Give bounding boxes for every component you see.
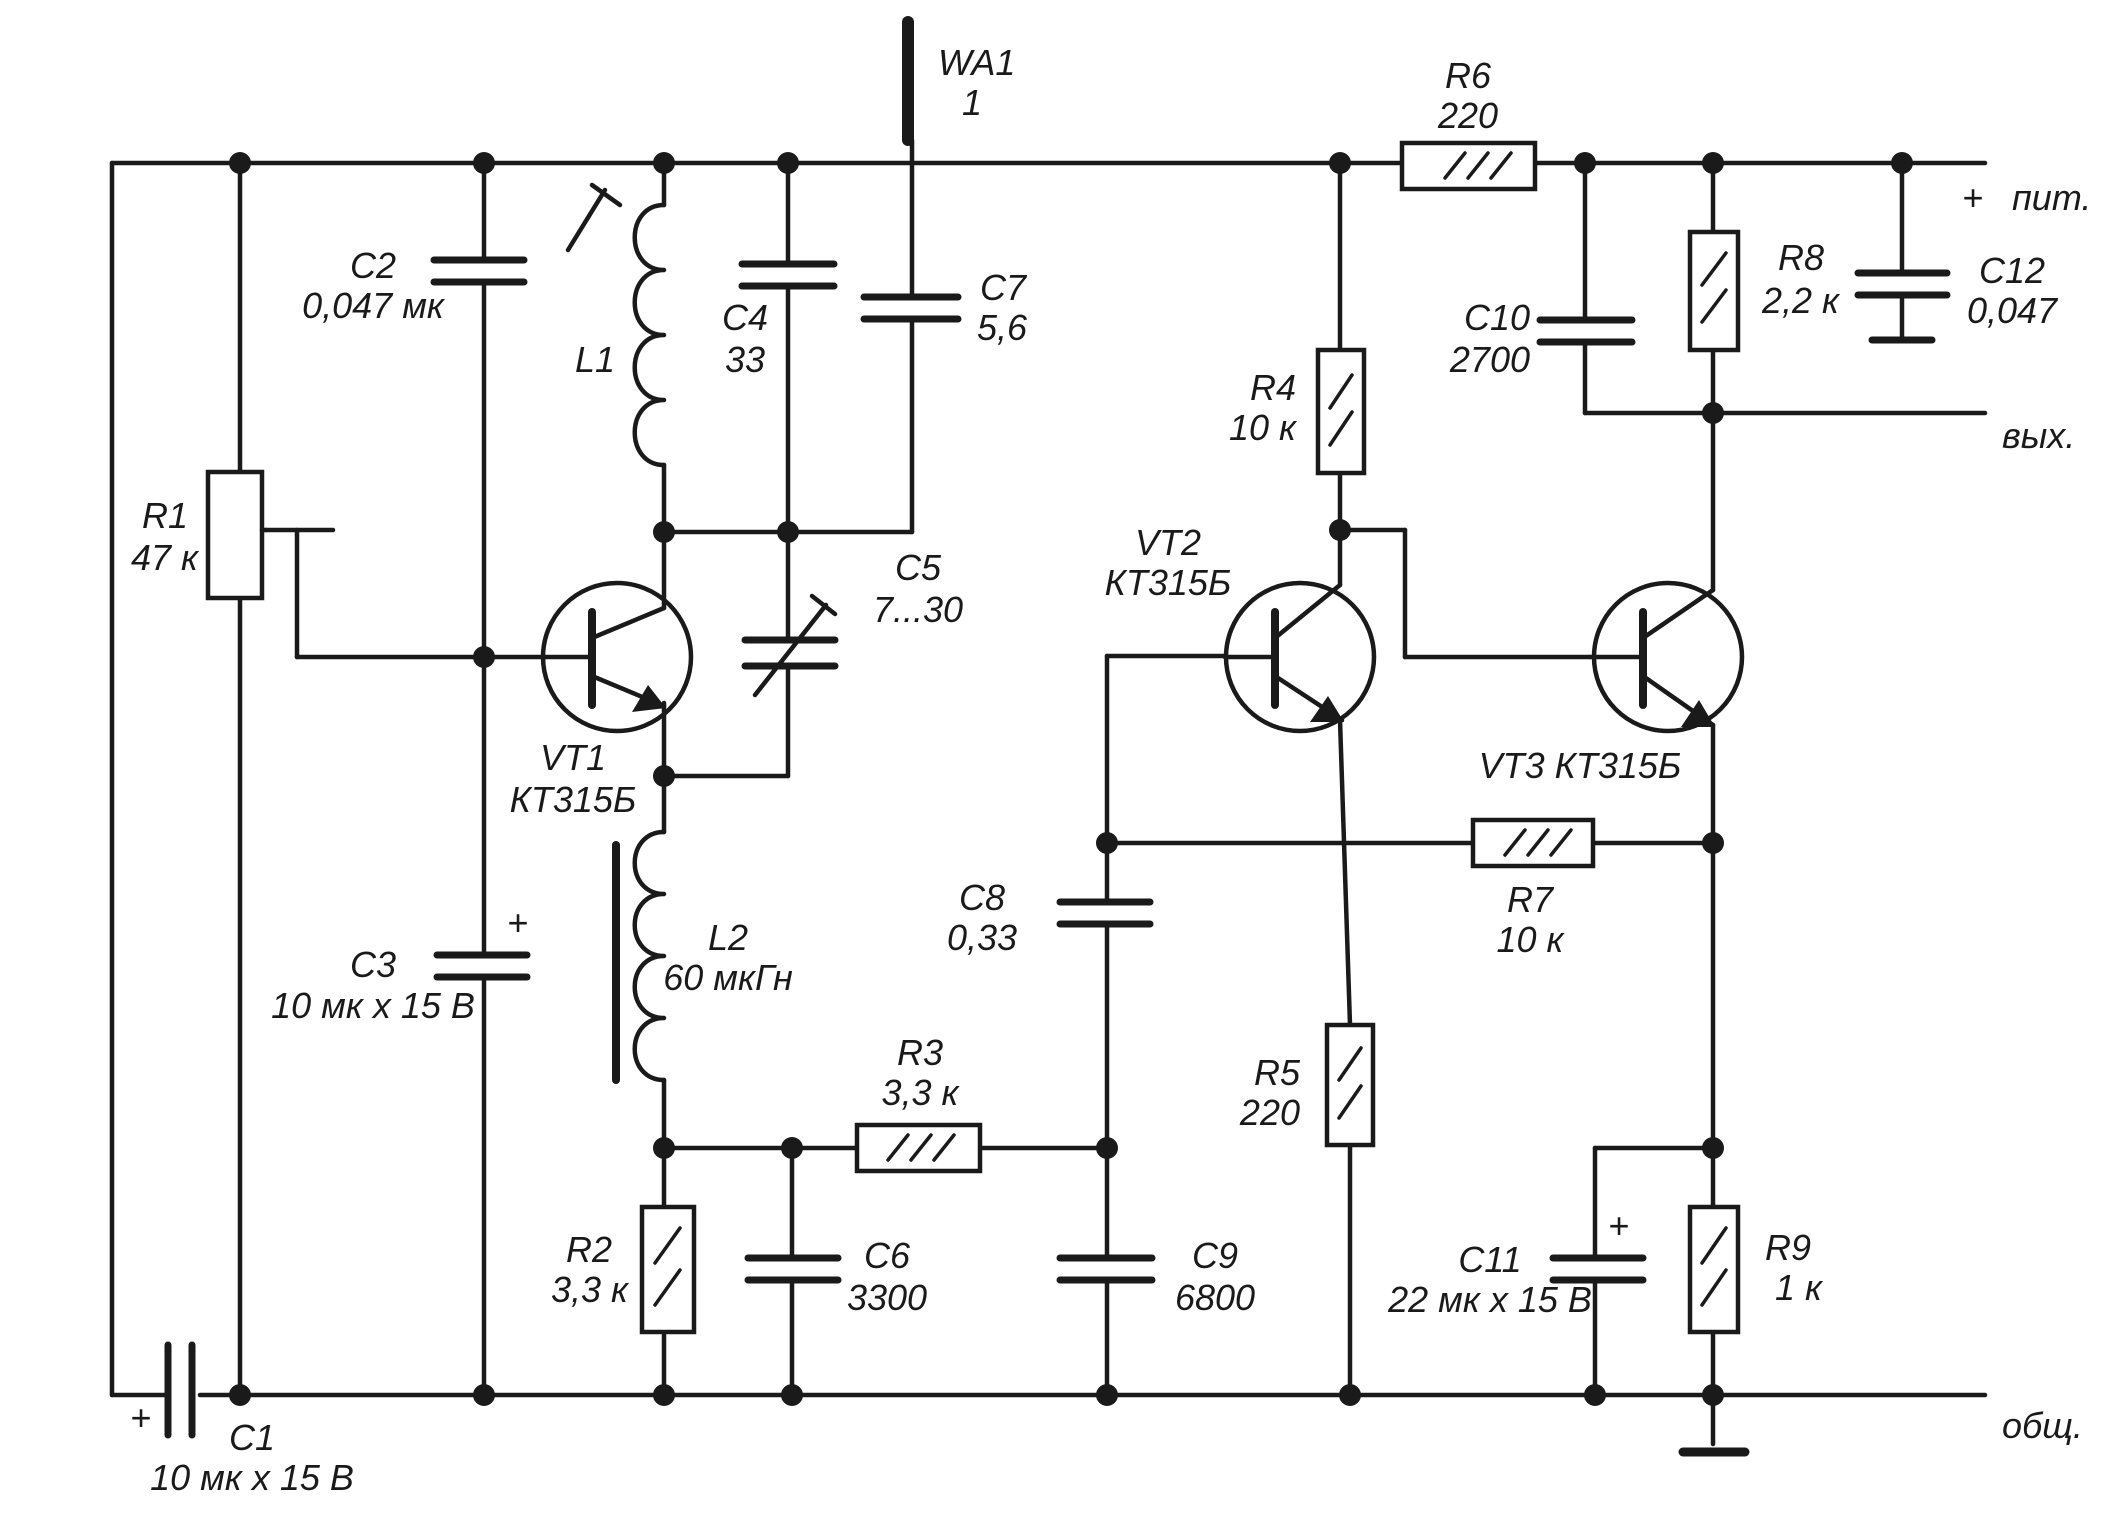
- r7-name: R7: [1507, 879, 1555, 920]
- r6-value: 220: [1437, 95, 1498, 136]
- c10-name: C10: [1464, 297, 1530, 338]
- capacitor-c11: + C11 22 мк х 15 В: [1387, 1205, 1647, 1320]
- r9-value: 1 к: [1775, 1267, 1824, 1308]
- transistor-vt3: VT3 КТ315Б: [1479, 580, 1745, 786]
- c6-value: 3300: [847, 1277, 927, 1318]
- transistor-vt2: VT2 КТ315Б: [1105, 522, 1377, 734]
- capacitor-c2: C2 0,047 мк: [302, 245, 528, 326]
- c1-name: C1: [229, 1417, 275, 1458]
- inductor-l1: L1: [565, 182, 667, 468]
- resistor-r2: R2 3,3 к: [551, 1204, 697, 1335]
- c8-name: C8: [959, 877, 1005, 918]
- r9-name: R9: [1765, 1227, 1811, 1268]
- vt2-name: VT2: [1135, 522, 1201, 563]
- supply-label: пит.: [2012, 177, 2091, 218]
- resistor-r3: R3 3,3 к: [854, 1032, 983, 1174]
- c8-value: 0,33: [947, 917, 1017, 958]
- capacitor-c3: + C3 10 мк х 15 В: [271, 902, 531, 1026]
- c1-value: 10 мк х 15 В: [150, 1457, 354, 1498]
- resistor-r7: R7 10 к: [1470, 817, 1596, 960]
- r4-name: R4: [1250, 367, 1296, 408]
- l2-value: 60 мкГн: [663, 957, 793, 998]
- transistor-vt1: VT1 КТ315Б: [510, 580, 694, 820]
- wa1-value: 1: [962, 82, 982, 123]
- rail-labels: + пит. вых. общ.: [1962, 177, 2091, 1446]
- r3-value: 3,3 к: [881, 1072, 960, 1113]
- c3-polarity: +: [507, 902, 528, 943]
- output-label: вых.: [2002, 415, 2075, 456]
- r1-value: 47 к: [131, 537, 200, 578]
- vt1-value: КТ315Б: [510, 779, 637, 820]
- capacitor-c1: + C1 10 мк х 15 В: [130, 1341, 354, 1498]
- resistor-r5: R5 220: [1239, 1022, 1376, 1148]
- resistor-r8: R8 2,2 к: [1687, 229, 1841, 353]
- c3-value: 10 мк х 15 В: [271, 985, 475, 1026]
- c9-name: C9: [1192, 1235, 1238, 1276]
- supply-plus-label: +: [1962, 177, 1983, 218]
- resistor-r6: R6 220: [1399, 55, 1538, 192]
- r5-value: 220: [1239, 1092, 1300, 1133]
- r8-value: 2,2 к: [1761, 280, 1841, 321]
- c2-name: C2: [350, 245, 396, 286]
- capacitor-c6: C6 3300: [744, 1235, 927, 1318]
- c7-name: C7: [980, 267, 1028, 308]
- vt1-name: VT1: [540, 737, 606, 778]
- common-label: общ.: [2002, 1405, 2083, 1446]
- l1-name: L1: [575, 339, 615, 380]
- c11-polarity: +: [1608, 1205, 1629, 1246]
- c6-name: C6: [864, 1235, 911, 1276]
- c1-polarity: +: [130, 1397, 151, 1438]
- r2-name: R2: [566, 1229, 612, 1270]
- c2-value: 0,047 мк: [302, 285, 446, 326]
- resistor-r1: R1 47 к: [131, 469, 269, 601]
- r5-name: R5: [1254, 1052, 1301, 1093]
- r7-value: 10 к: [1496, 919, 1565, 960]
- resistor-r9: R9 1 к: [1687, 1204, 1824, 1335]
- c5-name: C5: [895, 547, 942, 588]
- c9-value: 6800: [1175, 1277, 1255, 1318]
- vt3-label: VT3 КТ315Б: [1479, 745, 1682, 786]
- wa1-name: WA1: [938, 42, 1015, 83]
- capacitor-c8: C8 0,33: [947, 877, 1154, 958]
- capacitor-c10: C10 2700: [1449, 297, 1636, 380]
- junctions: [229, 152, 1913, 1406]
- r8-name: R8: [1778, 237, 1824, 278]
- r4-value: 10 к: [1229, 407, 1298, 448]
- inductor-l2: L2 60 мкГн: [612, 829, 793, 1084]
- r1-name: R1: [142, 495, 188, 536]
- r2-value: 3,3 к: [551, 1269, 630, 1310]
- capacitor-c5-variable: C5 7...30: [741, 547, 963, 698]
- c4-name: C4: [722, 297, 768, 338]
- r3-name: R3: [897, 1032, 943, 1073]
- c11-name: C11: [1458, 1239, 1521, 1280]
- capacitor-c4: C4 33: [722, 260, 838, 380]
- antenna-wa1: WA1 1: [902, 16, 1015, 166]
- r6-name: R6: [1445, 55, 1492, 96]
- capacitor-c9: C9 6800: [1056, 1235, 1255, 1318]
- c5-value: 7...30: [873, 589, 963, 630]
- capacitor-c12: C12 0,047: [1854, 250, 2059, 344]
- c10-value: 2700: [1449, 339, 1530, 380]
- c12-value: 0,047: [1967, 290, 2059, 331]
- c11-value: 22 мк х 15 В: [1387, 1279, 1592, 1320]
- resistor-r4: R4 10 к: [1229, 347, 1367, 476]
- c4-value: 33: [725, 339, 765, 380]
- c7-value: 5,6: [977, 307, 1028, 348]
- l2-name: L2: [708, 917, 748, 958]
- c3-name: C3: [350, 944, 396, 985]
- capacitor-c7: C7 5,6: [860, 267, 1028, 348]
- vt2-value: КТ315Б: [1105, 562, 1232, 603]
- c12-name: C12: [1979, 250, 2045, 291]
